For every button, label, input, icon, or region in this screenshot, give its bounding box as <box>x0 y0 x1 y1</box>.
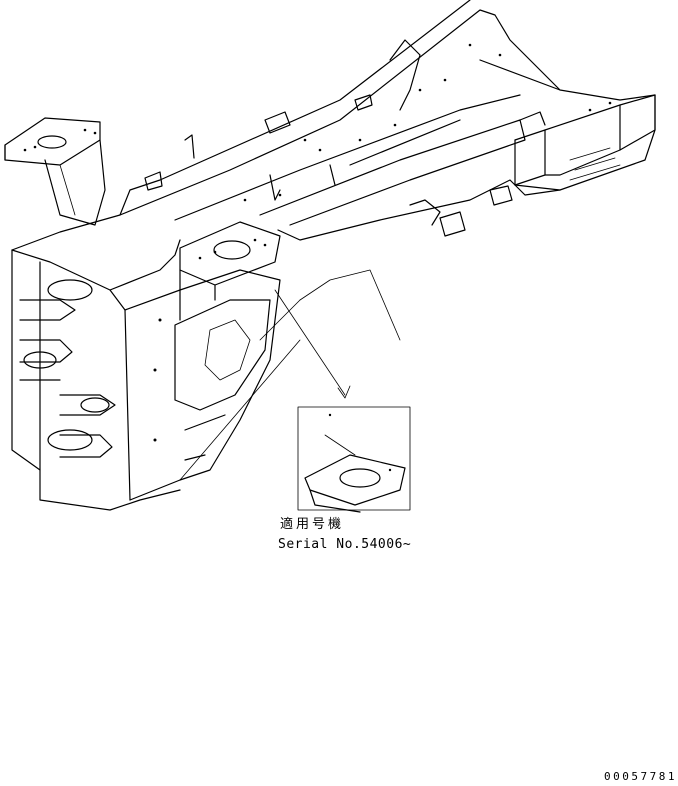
frame-body <box>4 0 656 511</box>
drawing-number: 00057781 <box>604 770 677 783</box>
bolt-holes <box>23 43 612 472</box>
serial-number-label: Serial No.54006~ <box>278 537 412 552</box>
applicable-serial-heading: 適用号機 <box>280 517 345 532</box>
detail-inset <box>297 406 411 513</box>
